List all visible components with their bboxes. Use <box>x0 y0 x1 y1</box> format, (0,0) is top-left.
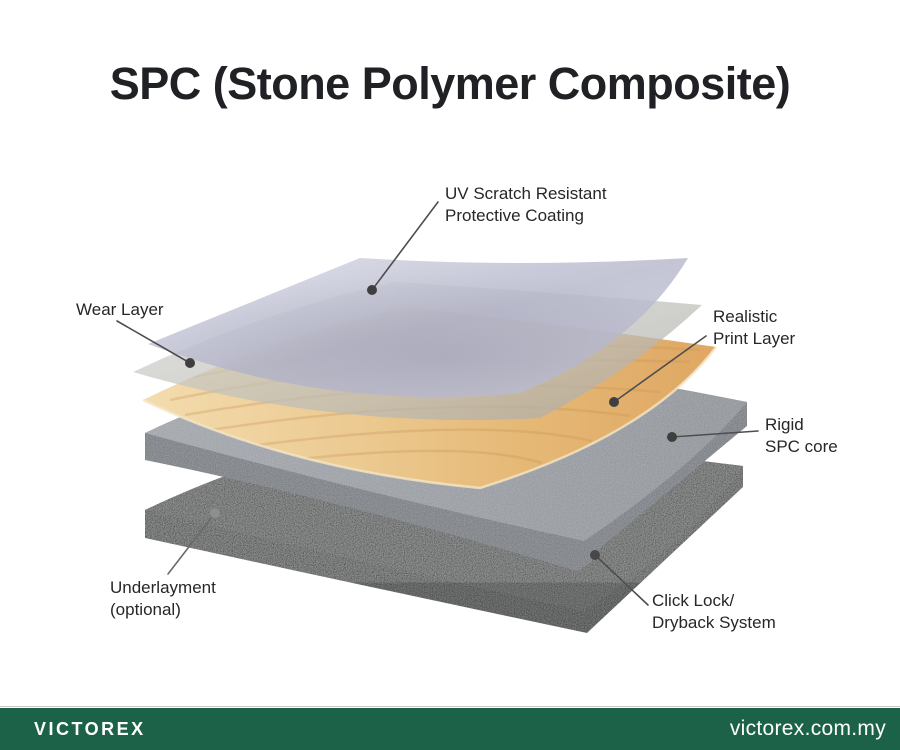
page-title: SPC (Stone Polymer Composite) <box>109 58 791 109</box>
leader-line-core <box>671 430 759 438</box>
label-line: Print Layer <box>713 329 796 348</box>
leader-line-print <box>613 335 707 403</box>
leader-line-underlayment <box>167 512 216 575</box>
leader-dot-wear <box>185 358 195 368</box>
label-line: UV Scratch Resistant <box>445 184 607 203</box>
footer: VICTOREX victorex.com.my <box>0 706 900 750</box>
wood-edge-highlight <box>142 346 717 490</box>
label-line: Protective Coating <box>445 206 584 225</box>
leader-dot-core <box>667 432 677 442</box>
label-line: (optional) <box>110 600 181 619</box>
label-line: SPC core <box>765 437 838 456</box>
label-print-layer: Realistic Print Layer <box>713 306 795 350</box>
uv-coating-shade <box>148 258 688 398</box>
label-line: Rigid <box>765 415 804 434</box>
label-line: Dryback System <box>652 613 776 632</box>
leader-dot-uv <box>367 285 377 295</box>
label-spc-core: Rigid SPC core <box>765 414 838 458</box>
label-wear-layer: Wear Layer <box>76 299 164 321</box>
leader-dot-clicklock <box>590 550 600 560</box>
uv-coating-layer <box>148 258 688 398</box>
website-text: victorex.com.my <box>729 717 886 740</box>
label-line: Realistic <box>713 307 778 326</box>
label-line: Click Lock/ <box>652 591 735 610</box>
label-line: Wear Layer <box>76 300 164 319</box>
brand-logo: VICTOREX <box>34 718 146 739</box>
leader-line-wear <box>116 320 191 364</box>
footer-divider <box>0 706 900 707</box>
leader-dot-print <box>609 397 619 407</box>
label-underlayment: Underlayment (optional) <box>110 577 216 621</box>
leader-lines <box>116 201 759 606</box>
leader-dots <box>185 285 677 560</box>
leader-line-uv <box>371 201 439 291</box>
footer-bar: VICTOREX victorex.com.my <box>0 708 900 750</box>
leader-dot-underlayment <box>210 508 220 518</box>
label-uv-coating: UV Scratch Resistant Protective Coating <box>445 183 607 227</box>
label-clicklock: Click Lock/ Dryback System <box>652 590 776 634</box>
leader-line-clicklock <box>594 554 649 606</box>
label-line: Underlayment <box>110 578 216 597</box>
